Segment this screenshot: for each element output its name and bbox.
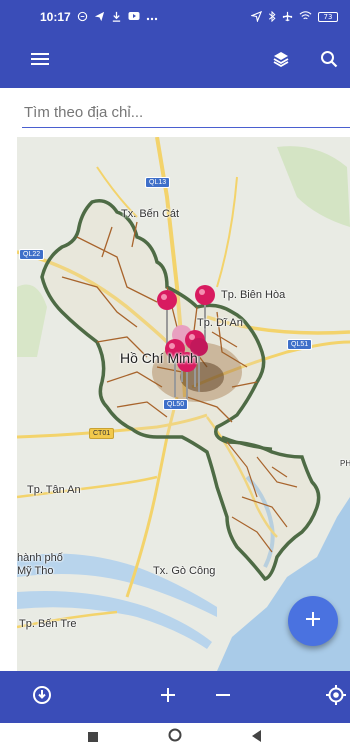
road-badge-ql13: QL13 [145,177,171,188]
airplane-icon [282,11,293,24]
status-left: 10:17 [40,10,158,24]
road-badge-ql51: QL51 [287,339,313,350]
road [96,166,138,218]
map-label-my-tho-2: Mỹ Tho [17,565,54,577]
menu-icon[interactable] [30,51,50,71]
park-area-2 [17,284,47,357]
road-badge-ql22: QL22 [19,249,45,260]
download-icon [111,11,122,24]
river-water [17,553,217,617]
app-bar [0,34,350,88]
zoom-out-icon [214,686,232,708]
map-label-go-cong: Tx. Gò Công [153,565,216,577]
map-label-di-an: Tp. Dĩ An [197,317,243,329]
road [17,413,208,439]
map-label-bien-hoa: Tp. Biên Hòa [221,289,286,301]
zoom-in-button[interactable] [150,671,186,723]
address-search-input[interactable] [22,98,350,128]
bottom-toolbar [0,671,350,723]
road [125,396,179,598]
youtube-icon [128,11,140,23]
status-right: 73 [249,10,338,24]
map-label-ben-tre: Tp. Bến Tre [19,618,77,630]
marker-pin[interactable] [165,339,185,397]
map-label-ho-chi-minh: Hồ Chí Minh [120,350,198,366]
status-bar: 10:17 73 [0,0,350,34]
district-boundary [226,441,298,553]
map-label-tan-an: Tp. Tân An [27,484,81,496]
road [216,176,238,288]
my-location-button[interactable] [322,671,350,723]
road-badge-ql50: QL50 [163,399,189,410]
home-icon[interactable] [168,727,182,746]
map-view[interactable]: QL13 QL22 QL51 QL50 CT01 Tx. Bến Cát Tp.… [17,137,350,671]
search-row [0,88,350,134]
app-bar-actions [272,50,338,72]
road [17,250,169,344]
bluetooth-icon [268,10,276,24]
telegram-icon [94,11,105,24]
battery-level: 73 [323,13,333,21]
plus-icon [304,610,322,632]
road-badge-ct01: CT01 [89,428,115,439]
status-time: 10:17 [40,10,71,24]
map-label-ph: PH [340,459,350,468]
my-location-icon [325,684,347,710]
marker-pin[interactable] [195,285,215,342]
marker-pin[interactable] [190,338,208,392]
park-area [277,146,350,227]
system-nav-bar [0,723,350,749]
download-circle-icon [32,685,52,709]
river-water-3 [245,475,275,568]
zoom-out-button[interactable] [205,671,241,723]
map-label-ben-cat: Tx. Bến Cát [121,208,180,220]
add-location-button[interactable] [288,596,338,646]
district-boundary [221,435,273,451]
map-label-my-tho-1: hành phố [17,552,63,564]
download-map-button[interactable] [24,671,60,723]
more-icon [146,12,158,23]
zoom-in-icon [159,686,177,708]
recent-apps-icon[interactable] [88,727,98,746]
city-boundary [40,199,321,582]
river-water-2 [17,591,212,649]
map-canvas [17,137,350,671]
search-icon[interactable] [320,50,338,72]
chat-bubble-icon [77,11,88,24]
layers-icon[interactable] [272,50,290,72]
location-arrow-icon [249,10,263,24]
road [17,610,118,629]
road [206,315,350,335]
back-icon[interactable] [252,727,262,746]
road [17,475,158,499]
wifi-icon [299,11,312,23]
battery-icon: 73 [318,12,338,22]
